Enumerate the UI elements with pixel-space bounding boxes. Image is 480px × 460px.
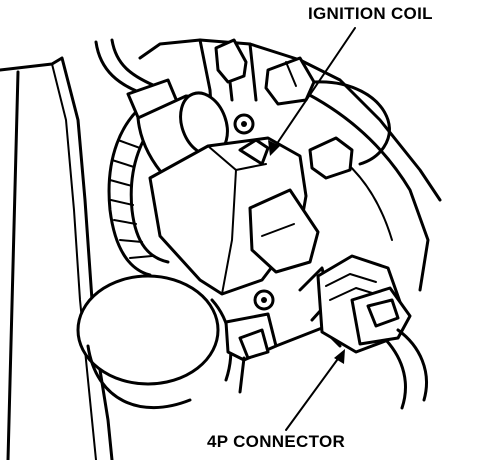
top-connector: [214, 38, 248, 102]
leader-line-connector: [285, 349, 345, 431]
leader-line-ignition-coil: [268, 27, 356, 156]
plug-wire-boot: [126, 78, 229, 180]
distributor-cap: [76, 274, 233, 410]
ignition-coil: [148, 136, 320, 296]
ignition-coil-label: IGNITION COIL: [308, 4, 433, 23]
mounting-bolt: [233, 113, 275, 311]
connector-label: 4P CONNECTOR: [207, 432, 346, 451]
4p-connector: [316, 254, 428, 410]
fender-panel: [0, 56, 114, 460]
